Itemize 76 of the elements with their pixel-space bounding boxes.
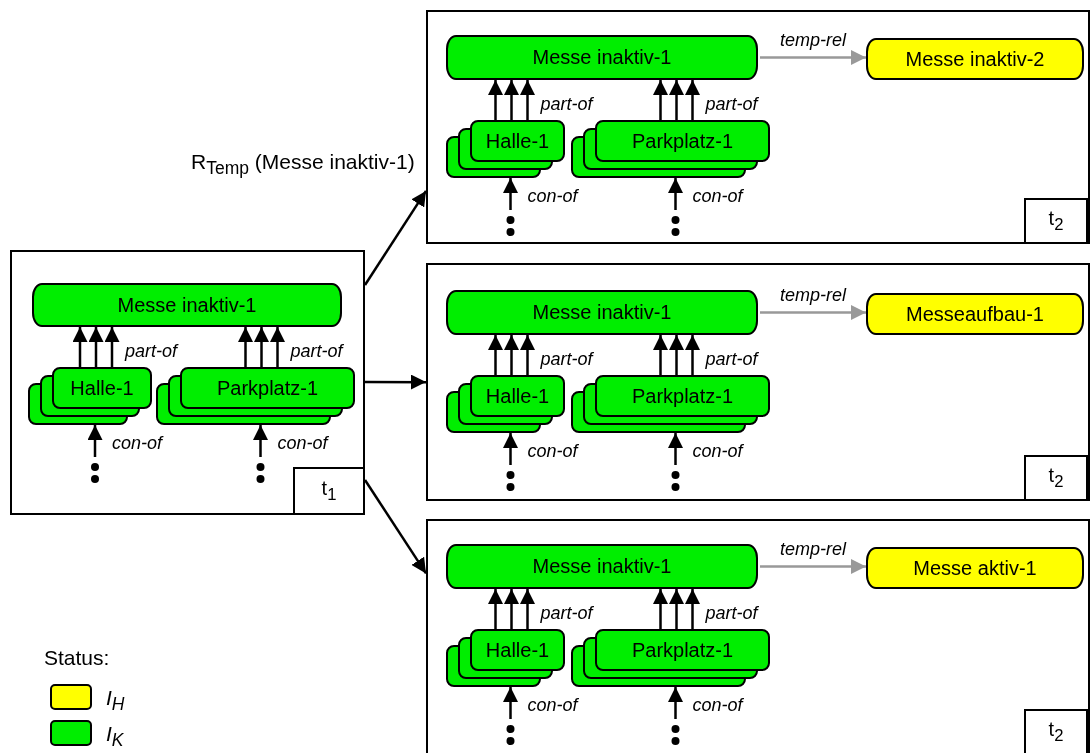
card-label: Parkplatz-1: [631, 384, 734, 408]
time-frame-box: [10, 250, 365, 515]
stacked-cards: [446, 375, 565, 433]
arrow: [668, 178, 683, 210]
stacked-cards: [446, 120, 565, 178]
edge-label: part-of: [704, 349, 759, 369]
arrow: [87, 425, 103, 457]
card-label: Parkplatz-1: [631, 129, 734, 153]
arrow: [365, 374, 426, 390]
arrow: [238, 327, 253, 367]
arrow: [668, 687, 683, 719]
concept-box: Messe inaktiv-2: [866, 38, 1084, 80]
time-stamp-box: t$_{2}$: [1024, 709, 1088, 753]
edge-label: part-of: [704, 94, 759, 114]
arrow: [270, 327, 285, 367]
stacked-cards: [571, 120, 770, 178]
arrow: [685, 589, 700, 629]
arrow: [488, 589, 503, 629]
time-stamp-box: t$_{2}$: [1024, 455, 1088, 501]
arrow: [88, 327, 104, 367]
card-label: Halle-1: [485, 129, 550, 153]
time-stamp-box: t$_{1}$: [293, 467, 365, 515]
arrow: [503, 687, 518, 719]
time-frame-box: [426, 519, 1090, 753]
edge-label: part-of: [289, 341, 344, 361]
card-label: Parkplatz-1: [631, 638, 734, 662]
arrow: [653, 80, 668, 120]
arrow: [520, 80, 535, 120]
arrow: [504, 80, 519, 120]
concept-box: Messe aktiv-1: [866, 547, 1084, 589]
stacked-cards: [571, 375, 770, 433]
arrow: [760, 559, 866, 574]
time-stamp-box: t$_{2}$: [1024, 198, 1088, 244]
arrow: [669, 335, 684, 375]
arrow: [72, 327, 88, 367]
arrow: [653, 335, 668, 375]
edge-label: part-of: [539, 94, 594, 114]
arrow: [668, 433, 683, 465]
concept-box: Messeaufbau-1: [866, 293, 1084, 335]
card-label: Halle-1: [70, 376, 134, 400]
arrow: [685, 335, 700, 375]
arrow: [653, 589, 668, 629]
time-frame-box: [426, 10, 1090, 244]
arrow: [520, 589, 535, 629]
card-label: Parkplatz-1: [216, 376, 319, 400]
arrow: [254, 327, 269, 367]
arrow: [363, 190, 428, 286]
concept-box: Messe inaktiv-1: [446, 35, 758, 80]
arrow: [760, 305, 866, 320]
edge-label: part-of: [539, 603, 594, 623]
edge-label: part-of: [539, 349, 594, 369]
arrow: [503, 178, 518, 210]
card-label: Halle-1: [485, 638, 550, 662]
edge-label: part-of: [124, 341, 179, 361]
arrow: [669, 589, 684, 629]
arrow: [104, 327, 120, 367]
arrow: [760, 50, 866, 65]
arrow: [488, 335, 503, 375]
stacked-cards: [28, 367, 152, 425]
concept-box: Messe inaktiv-1: [446, 544, 758, 589]
arrow: [504, 335, 519, 375]
arrow: [504, 589, 519, 629]
arrow: [488, 80, 503, 120]
stacked-cards: [446, 629, 565, 687]
concept-box: Messe inaktiv-1: [32, 283, 342, 327]
arrow: [520, 335, 535, 375]
arrow: [669, 80, 684, 120]
arrow: [503, 433, 518, 465]
arrow: [685, 80, 700, 120]
card-label: Halle-1: [485, 384, 550, 408]
arrow: [253, 425, 268, 457]
stacked-cards: [571, 629, 770, 687]
time-frame-box: [426, 263, 1090, 501]
edge-label: part-of: [704, 603, 759, 623]
concept-box: Messe inaktiv-1: [446, 290, 758, 335]
stacked-cards: [156, 367, 355, 425]
